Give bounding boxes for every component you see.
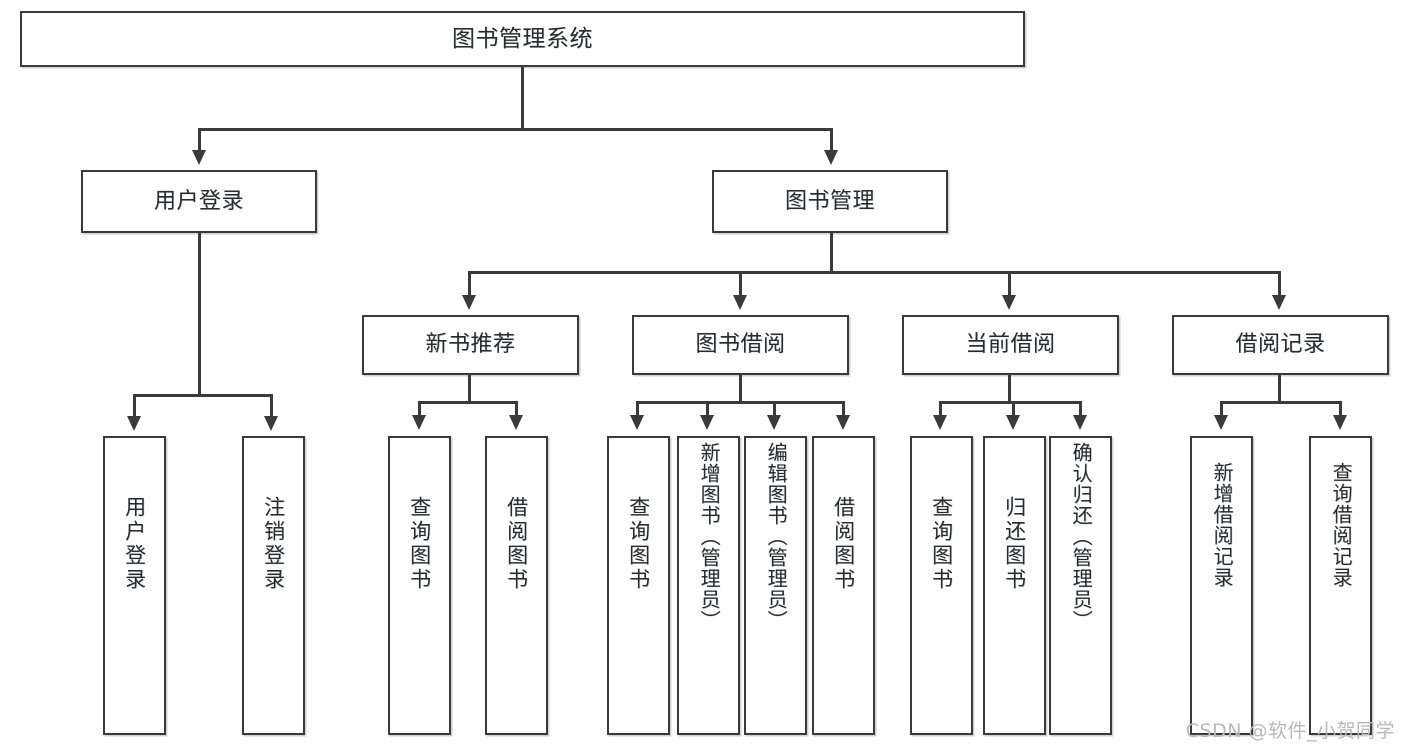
connector-root-to-用户登录 (198, 128, 201, 150)
node-图书借阅[interactable]: 图书借阅 (632, 315, 849, 375)
node-label: 用户登录 (122, 496, 147, 592)
leaf-借阅图书-图书借阅[interactable]: 借阅图书 (812, 436, 875, 735)
connector-新书推荐-stem (468, 375, 471, 403)
node-label: 图书管理系统 (452, 25, 593, 52)
arrow-借阅记录-查询借阅记录 (1333, 415, 1347, 430)
node-label: 查询借阅记录 (1329, 462, 1354, 588)
node-label: 查询图书 (929, 496, 954, 592)
connector-图书管理-stem (830, 233, 833, 273)
leaf-借阅图书-新书推荐[interactable]: 借阅图书 (485, 436, 548, 735)
connector-当前借阅-to-查询图书 (939, 401, 942, 415)
leaf-新增借阅记录[interactable]: 新增借阅记录 (1190, 436, 1253, 735)
connector-借阅记录-to-新增借阅记录 (1220, 401, 1223, 415)
connector-新书推荐-bus (418, 401, 517, 404)
connector-图书借阅-to-借阅图书 (842, 401, 845, 415)
connector-当前借阅-stem (1008, 375, 1011, 403)
leaf-确认归还-管理员[interactable]: 确认归还（管理员） (1049, 436, 1112, 735)
connector-图书管理-to-当前借阅 (1008, 271, 1011, 295)
arrow-图书借阅-编辑图书 (767, 415, 781, 430)
node-借阅记录[interactable]: 借阅记录 (1172, 315, 1389, 375)
leaf-注销登录[interactable]: 注销登录 (242, 436, 305, 735)
arrow-root-to-用户登录 (192, 150, 206, 165)
connector-用户登录-to-用户登录leaf (133, 394, 136, 416)
connector-当前借阅-bus (939, 401, 1082, 404)
node-label: 新增图书（管理员） (697, 442, 722, 631)
node-label: 编辑图书（管理员） (764, 442, 789, 631)
connector-用户登录-to-注销登录 (270, 394, 273, 416)
arrow-to-当前借阅 (1002, 295, 1016, 310)
connector-图书管理-to-图书借阅 (739, 271, 742, 295)
node-label: 新书推荐 (425, 332, 516, 358)
connector-用户登录-stem (198, 233, 201, 396)
arrow-图书借阅-借阅图书 (836, 415, 850, 430)
node-当前借阅[interactable]: 当前借阅 (902, 315, 1119, 375)
leaf-新增图书-管理员[interactable]: 新增图书（管理员） (677, 436, 740, 735)
leaf-编辑图书-管理员[interactable]: 编辑图书（管理员） (744, 436, 807, 735)
connector-用户登录-bus (133, 394, 270, 397)
connector-新书推荐-to-借阅图书 (515, 401, 518, 415)
node-label: 用户登录 (153, 188, 244, 214)
node-label: 借阅图书 (504, 496, 529, 592)
connector-借阅记录-stem (1278, 375, 1281, 403)
connector-图书管理-to-借阅记录 (1278, 271, 1281, 295)
connector-图书管理-bus (468, 271, 1281, 274)
connector-新书推荐-to-查询图书 (418, 401, 421, 415)
node-图书管理[interactable]: 图书管理 (712, 170, 948, 233)
connector-图书借阅-bus (636, 401, 844, 404)
csdn-watermark: CSDN @软件_小贺同学 (1185, 720, 1395, 742)
node-label: 查询图书 (407, 496, 432, 592)
node-label: 借阅图书 (831, 496, 856, 592)
arrow-新书推荐-借阅图书 (509, 415, 523, 430)
arrow-to-新书推荐 (462, 295, 476, 310)
node-root-图书管理系统[interactable]: 图书管理系统 (20, 11, 1025, 67)
arrow-新书推荐-查询图书 (412, 415, 426, 430)
node-label: 归还图书 (1002, 496, 1027, 592)
node-label: 确认归还（管理员） (1069, 442, 1094, 631)
connector-当前借阅-to-归还图书 (1012, 401, 1015, 415)
leaf-查询借阅记录[interactable]: 查询借阅记录 (1309, 436, 1372, 735)
node-label: 图书管理 (784, 188, 875, 214)
leaf-查询图书-当前借阅[interactable]: 查询图书 (910, 436, 973, 735)
arrow-借阅记录-新增借阅记录 (1214, 415, 1228, 430)
connector-借阅记录-to-查询借阅记录 (1339, 401, 1342, 415)
leaf-查询图书-新书推荐[interactable]: 查询图书 (388, 436, 451, 735)
arrow-图书借阅-新增图书 (700, 415, 714, 430)
connector-root-stem (521, 67, 524, 130)
arrow-to-用户登录leaf (127, 416, 141, 431)
arrow-当前借阅-确认归还 (1073, 415, 1087, 430)
leaf-归还图书[interactable]: 归还图书 (983, 436, 1046, 735)
arrow-当前借阅-归还图书 (1006, 415, 1020, 430)
node-用户登录[interactable]: 用户登录 (81, 170, 317, 233)
connector-图书借阅-to-编辑图书 (773, 401, 776, 415)
arrow-to-注销登录 (264, 416, 278, 431)
connector-借阅记录-bus (1220, 401, 1340, 404)
leaf-查询图书-图书借阅[interactable]: 查询图书 (607, 436, 670, 735)
arrow-root-to-图书管理 (824, 150, 838, 165)
node-新书推荐[interactable]: 新书推荐 (362, 315, 579, 375)
node-label: 新增借阅记录 (1210, 462, 1235, 588)
node-label: 查询图书 (626, 496, 651, 592)
connector-图书借阅-to-查询图书 (636, 401, 639, 415)
node-label: 图书借阅 (695, 332, 786, 358)
connector-当前借阅-to-确认归还 (1079, 401, 1082, 415)
connector-图书管理-to-新书推荐 (468, 271, 471, 295)
connector-图书借阅-to-新增图书 (706, 401, 709, 415)
node-label: 注销登录 (261, 496, 286, 592)
node-label: 当前借阅 (965, 332, 1056, 358)
leaf-用户登录[interactable]: 用户登录 (103, 436, 166, 735)
connector-root-bus (198, 128, 832, 131)
node-label: 借阅记录 (1235, 332, 1326, 358)
connector-图书借阅-stem (739, 375, 742, 403)
arrow-当前借阅-查询图书 (933, 415, 947, 430)
arrow-to-借阅记录 (1272, 295, 1286, 310)
arrow-图书借阅-查询图书 (630, 415, 644, 430)
arrow-to-图书借阅 (733, 295, 747, 310)
connector-root-to-图书管理 (830, 128, 833, 150)
